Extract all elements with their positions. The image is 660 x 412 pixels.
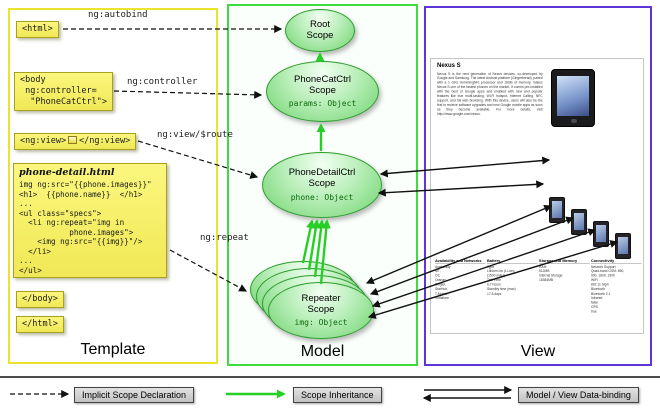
spec-header: Connectivity	[591, 259, 642, 264]
spec-body: Network Support Quad-band GSM: 850, 900,…	[591, 265, 625, 314]
phone-detail-filename: phone-detail.html	[19, 167, 115, 178]
spec-body: RAM 512MB Internal Storage 16384MB	[539, 265, 563, 283]
phone-main-image	[551, 69, 595, 127]
phonecatctrl-scope: PhoneCatCtrl Scope params: Object	[266, 61, 379, 122]
phone-home-button	[571, 119, 577, 123]
legend-scope-inheritance: Scope Inheritance	[293, 387, 382, 403]
phonedetailctrl-scope-name: PhoneDetailCtrl Scope	[288, 167, 356, 189]
html-close-tag: </html>	[16, 316, 64, 334]
repeater-scope-model: img: Object	[294, 318, 348, 328]
thumbnail-screen	[596, 225, 606, 242]
thumbnail-screen	[574, 213, 584, 230]
phone-detail-code: img ng:src="{{phone.images}}" <h1> {{pho…	[19, 180, 152, 275]
spec-header: Storage and Memory	[539, 259, 590, 264]
spec-body: Availability M7, O2, Orange, Singtel, St…	[435, 265, 451, 301]
thumbnail-screen	[552, 201, 562, 218]
ng-view-close-tag: </ng:view>	[79, 136, 131, 146]
phone-detail-page: Nexus S Nexus S is the next generation o…	[430, 58, 644, 334]
repeater-scope-name: Repeater Scope	[301, 292, 341, 315]
spec-column: Battery Type Lithium Ion (Li-Ion) (1500 …	[487, 259, 538, 296]
ng-view-tag: <ng:view> </ng:view>	[14, 133, 137, 151]
phonedetailctrl-scope-model: phone: Object	[290, 192, 354, 202]
root-scope: Root Scope	[285, 9, 355, 52]
model-panel-label: Model	[300, 343, 345, 360]
phone-description: Nexus S is the next generation of Nexus …	[437, 72, 543, 116]
spec-column: Storage and Memory RAM 512MB Internal St…	[539, 259, 590, 283]
repeater-scope: Repeater Scope img: Object	[268, 282, 374, 339]
phone-thumbnail	[571, 209, 587, 235]
spec-column: Availability and Networks Availability M…	[435, 259, 486, 301]
phonedetailctrl-scope: PhoneDetailCtrl Scope phone: Object	[262, 152, 382, 218]
ng-view-route-label: ng:view/$route	[157, 130, 233, 140]
view-panel-label: View	[520, 343, 556, 360]
spec-body: Type Lithium Ion (Li-Ion) (1500 mAH) Tal…	[487, 265, 516, 296]
ng-view-open-tag: <ng:view>	[20, 136, 67, 146]
legend-implicit-scope: Implicit Scope Declaration	[74, 387, 195, 403]
legend-data-binding: Model / View Data-binding	[518, 387, 639, 403]
phonecatctrl-scope-name: PhoneCatCtrl Scope	[293, 73, 352, 96]
body-open-tag: <body ng:controller= "PhoneCatCtrl">	[14, 72, 113, 112]
phone-thumbnail	[549, 197, 565, 223]
phone-thumbnail	[593, 221, 609, 247]
view-placeholder-icon	[68, 136, 78, 144]
spec-column: Connectivity Network Support Quad-band G…	[591, 259, 642, 314]
phonecatctrl-scope-model: params: Object	[288, 99, 357, 109]
template-panel-label: Template	[80, 341, 146, 358]
body-close-tag: </body>	[16, 291, 64, 309]
phone-title: Nexus S	[437, 63, 461, 69]
phone-detail-template: phone-detail.html img ng:src="{{phone.im…	[13, 163, 167, 279]
html-open-tag: <html>	[16, 21, 59, 39]
thumbnail-screen	[618, 237, 628, 254]
ng-controller-label: ng:controller	[127, 77, 198, 87]
spec-header: Availability and Networks	[435, 259, 486, 264]
ng-repeat-label: ng:repeat	[200, 233, 249, 243]
phone-screen	[557, 76, 589, 116]
root-scope-name: Root Scope	[306, 18, 334, 41]
ng-autobind-label: ng:autobind	[88, 10, 148, 20]
phone-thumbnail	[615, 233, 631, 259]
spec-header: Battery	[487, 259, 538, 264]
